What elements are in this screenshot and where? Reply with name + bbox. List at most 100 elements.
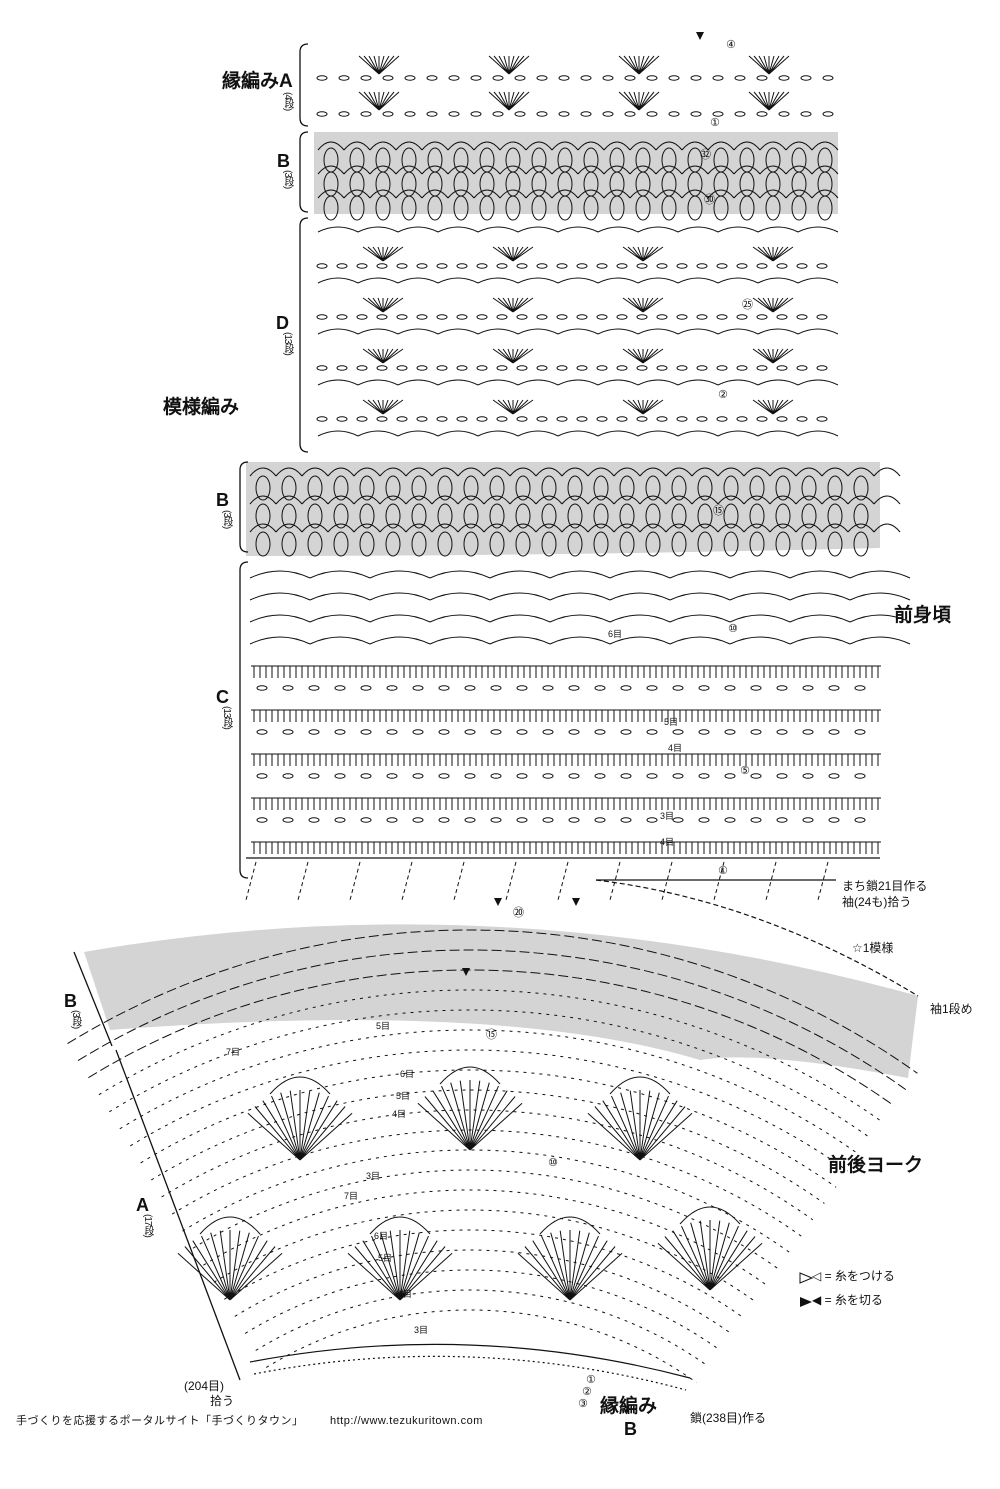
row-marker: ⑮	[486, 1029, 497, 1041]
chain-stitch	[356, 263, 368, 269]
puff-stitch	[739, 195, 755, 221]
puff-stitch	[775, 475, 791, 501]
chain-stitch	[316, 75, 328, 81]
puff-stitch	[853, 531, 869, 557]
puff-stitch	[801, 475, 817, 501]
chain-stitch	[776, 729, 788, 735]
puff-stitch	[437, 503, 453, 529]
chain-stitch	[426, 111, 438, 117]
join-line	[245, 861, 257, 901]
chain-stitch	[736, 263, 748, 269]
puff-stitch	[775, 503, 791, 529]
chain-stitch	[334, 773, 346, 779]
chain-stitch	[656, 365, 668, 371]
thread-cut-marker	[494, 898, 502, 906]
puff-stitch	[255, 531, 271, 557]
chain-stitch	[490, 773, 502, 779]
chain-stitch	[646, 111, 658, 117]
puff-stitch	[333, 531, 349, 557]
chain-stitch	[696, 314, 708, 320]
chain-stitch	[756, 314, 768, 320]
puff-stitch	[567, 531, 583, 557]
chain-stitch	[558, 111, 570, 117]
edge-a-label: 縁編みA	[222, 71, 293, 92]
stitch-count: 5目	[376, 1021, 391, 1031]
chain-stitch	[456, 263, 468, 269]
chain-stitch	[412, 817, 424, 823]
section-d-letter: D	[276, 313, 289, 333]
chain-stitch	[734, 75, 746, 81]
chain-stitch	[698, 773, 710, 779]
chain-stitch	[556, 416, 568, 422]
puff-stitch	[567, 503, 583, 529]
shell-fan-row	[362, 246, 794, 262]
puff-stitch	[255, 503, 271, 529]
chain-stitch	[690, 111, 702, 117]
chain-stitch	[756, 111, 768, 117]
chain-arc-row	[249, 467, 901, 477]
yoke-row-arc	[88, 969, 895, 1107]
chain-stitch	[376, 416, 388, 422]
chain-stitch	[308, 773, 320, 779]
chain-stitch	[438, 817, 450, 823]
chain-stitch	[716, 314, 728, 320]
puff-stitch	[541, 475, 557, 501]
chain-stitch	[496, 314, 508, 320]
chain-stitch	[796, 416, 808, 422]
chain-stitch	[412, 685, 424, 691]
chain-stitch	[558, 75, 570, 81]
puff-stitch	[411, 475, 427, 501]
pattern-label: 模様編み	[163, 397, 240, 418]
chain-stitch	[712, 111, 724, 117]
chain-stitch	[376, 365, 388, 371]
chain-stitch	[724, 685, 736, 691]
chain-arc-row	[317, 189, 839, 199]
stitch-count: 3目	[366, 1171, 381, 1181]
chain-stitch	[698, 685, 710, 691]
chain-arc-row	[249, 523, 901, 533]
sleeve-pickup-note: 袖(24も)拾う	[842, 895, 912, 909]
chain-stitch	[436, 416, 448, 422]
chain-stitch	[438, 773, 450, 779]
row-marker: ⑩	[548, 1157, 558, 1169]
yoke-fan	[657, 1220, 763, 1291]
puff-stitch	[515, 475, 531, 501]
yoke-fan	[177, 1230, 283, 1301]
footer-url[interactable]: http://www.tezukuritown.com	[330, 1415, 483, 1427]
chain-arc-row	[317, 430, 839, 437]
chain-stitch	[308, 817, 320, 823]
chain-stitch	[646, 817, 658, 823]
bracket-b2	[239, 461, 249, 553]
puff-stitch	[609, 195, 625, 221]
chain-stitch	[542, 729, 554, 735]
chain-stitch	[696, 263, 708, 269]
chain-stitch	[796, 314, 808, 320]
puff-stitch	[567, 475, 583, 501]
chain-stitch	[696, 416, 708, 422]
legend-cut-symbol	[800, 1297, 812, 1307]
chain-stitch	[556, 365, 568, 371]
chain-stitch	[516, 685, 528, 691]
chain-stitch	[672, 685, 684, 691]
chain-stitch	[802, 773, 814, 779]
chain-stitch	[436, 314, 448, 320]
shaded-band	[246, 462, 880, 556]
puff-stitch	[619, 531, 635, 557]
chain-stitch	[802, 817, 814, 823]
chain-stitch	[542, 685, 554, 691]
chain-stitch	[616, 416, 628, 422]
footer-site-name[interactable]: 手づくりを応援するポータルサイト「手づくりタウン」	[16, 1415, 304, 1427]
chain-stitch	[698, 729, 710, 735]
chain-stitch	[476, 416, 488, 422]
stitch-count: 6目	[400, 1069, 415, 1079]
sleeve-row1-note: 袖1段め	[930, 1002, 973, 1016]
puff-stitch	[255, 475, 271, 501]
chain-stitch	[568, 729, 580, 735]
puff-stitch	[853, 503, 869, 529]
puff-stitch	[593, 531, 609, 557]
chain-stitch	[516, 314, 528, 320]
puff-stitch	[359, 475, 375, 501]
chain-stitch	[802, 729, 814, 735]
chain-stitch	[282, 817, 294, 823]
puff-stitch	[791, 195, 807, 221]
